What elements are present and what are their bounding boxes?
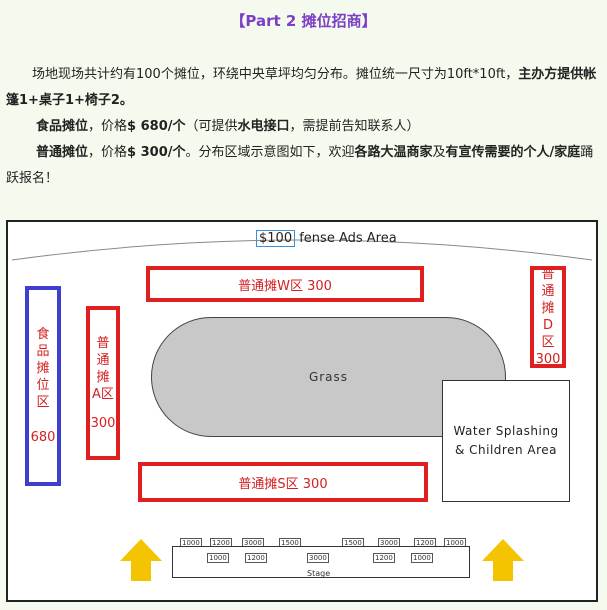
entrance-arrow-left-icon bbox=[120, 539, 162, 581]
booth-size-label: 1200 bbox=[373, 553, 395, 563]
zone-d: 普 通 摊 D 区 300 bbox=[530, 266, 566, 368]
zone-a-char: 摊 bbox=[96, 369, 110, 385]
grass-label: Grass bbox=[308, 370, 349, 384]
zone-food-char: 食 bbox=[36, 327, 50, 342]
water-label-line1: Water Splashing bbox=[453, 424, 559, 438]
booth-size-label: 1000 bbox=[411, 553, 433, 563]
zone-food-char: 品 bbox=[36, 344, 50, 359]
intro-text: 场地现场共计约有100个摊位，环绕中央草坪均匀分布。摊位统一尺寸为10ft*10… bbox=[32, 67, 519, 82]
booth-size-label: 1000 bbox=[207, 553, 229, 563]
regular-text-c: 及 bbox=[432, 145, 446, 160]
regular-text-a: 。分布区域示意图如下，欢迎 bbox=[185, 145, 355, 160]
zone-d-char: D bbox=[542, 318, 553, 333]
zone-s: 普通摊S区 300 bbox=[138, 462, 428, 502]
water-splashing-area: Water Splashing & Children Area bbox=[442, 380, 570, 502]
zone-d-char: 普 bbox=[541, 267, 555, 282]
zone-d-char: 通 bbox=[541, 284, 555, 299]
zone-a-char: A区 bbox=[92, 386, 114, 402]
booth-size-label: 3000 bbox=[307, 553, 329, 563]
zone-a-char: 普 bbox=[96, 335, 110, 351]
zone-food-price: 680 bbox=[30, 430, 56, 445]
food-booth-price: $ 680/个 bbox=[127, 119, 186, 134]
food-note-c: ，需提前告知联系人） bbox=[289, 119, 420, 134]
zone-w: 普通摊W区 300 bbox=[146, 266, 424, 302]
food-note-a: （可提供 bbox=[185, 119, 238, 134]
regular-booth-label: 普通摊位 bbox=[36, 145, 89, 160]
intro-provided: 主办方提供帐篷1+桌子1+椅子2。 bbox=[6, 67, 597, 108]
zone-a-char: 通 bbox=[96, 352, 110, 368]
food-note-b: 水电接口 bbox=[237, 119, 290, 134]
water-label-line2: & Children Area bbox=[454, 443, 558, 457]
zone-food-char: 摊 bbox=[36, 361, 50, 376]
regular-text-b: 各路大温商家 bbox=[354, 145, 433, 160]
zone-food: 食 品 摊 位 区 680 bbox=[25, 286, 61, 486]
stage-label: Stage bbox=[307, 569, 331, 578]
booth-layout-map: $100 fense Ads Area 普通摊W区 300 普通摊S区 300 … bbox=[6, 220, 598, 602]
zone-d-char: 摊 bbox=[541, 301, 555, 316]
zone-food-char: 位 bbox=[36, 378, 50, 393]
booth-size-label: 1200 bbox=[245, 553, 267, 563]
ads-price: $100 bbox=[256, 230, 296, 247]
section-title: 【Part 2 摊位招商】 bbox=[230, 12, 377, 30]
regular-text-d: 有宣传需要的个人/家庭 bbox=[445, 145, 581, 160]
entrance-arrow-right-icon bbox=[482, 539, 524, 581]
intro-paragraph: 场地现场共计约有100个摊位，环绕中央草坪均匀分布。摊位统一尺寸为10ft*10… bbox=[6, 62, 602, 114]
stage-area: 1000 1200 3000 1200 1000 Stage bbox=[172, 546, 470, 578]
zone-a: 普 通 摊 A区 300 bbox=[86, 306, 120, 460]
regular-price-prefix: ，价格 bbox=[88, 145, 128, 160]
zone-a-price: 300 bbox=[90, 415, 116, 431]
zone-d-price: 300 bbox=[535, 352, 561, 367]
zone-d-char: 区 bbox=[541, 335, 555, 350]
food-booth-line: 食品摊位，价格$ 680/个（可提供水电接口，需提前告知联系人） bbox=[6, 114, 602, 140]
zone-w-label: 普通摊W区 300 bbox=[238, 278, 332, 294]
grass-area: Grass bbox=[151, 317, 506, 437]
zone-s-label: 普通摊S区 300 bbox=[238, 476, 328, 492]
zone-food-char: 区 bbox=[36, 395, 50, 410]
regular-booth-price: $ 300/个 bbox=[127, 145, 186, 160]
regular-booth-line: 普通摊位，价格$ 300/个。分布区域示意图如下，欢迎各路大温商家及有宣传需要的… bbox=[6, 140, 602, 192]
regular-text-e: 踊跃报名！ bbox=[6, 145, 594, 186]
ads-label: fense Ads Area bbox=[295, 231, 397, 246]
fence-ads-area: $100 fense Ads Area bbox=[256, 230, 397, 247]
food-booth-label: 食品摊位 bbox=[36, 119, 89, 134]
fence-arc bbox=[11, 239, 593, 261]
food-price-prefix: ，价格 bbox=[88, 119, 128, 134]
